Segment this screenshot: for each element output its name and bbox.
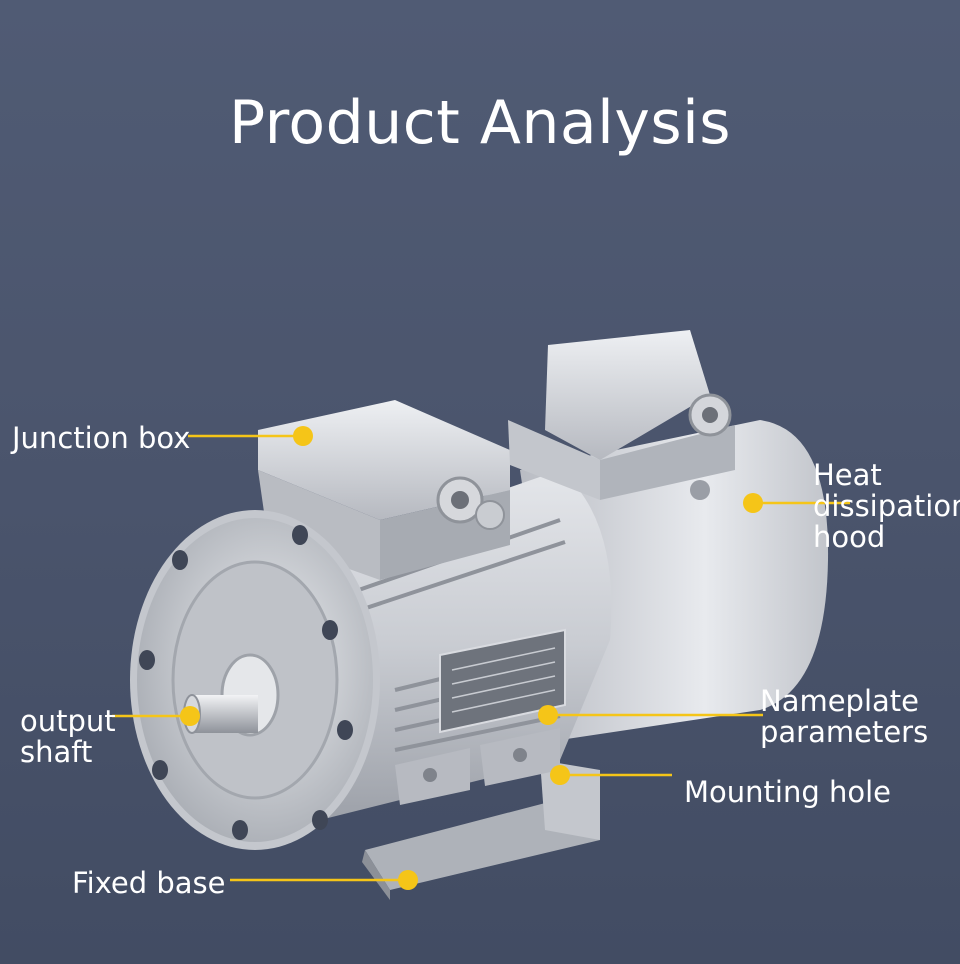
fixed-base-marker <box>398 870 418 890</box>
output-shaft-label: output shaft <box>20 706 116 768</box>
nameplate-line-2: parameters <box>760 715 929 749</box>
junction-box-shape <box>258 400 510 580</box>
junction-box-marker <box>293 426 313 446</box>
nameplate-line-1: Nameplate <box>760 684 920 718</box>
output-shaft-shape <box>183 694 258 734</box>
heat-hood-line-2: dissipation <box>813 489 960 523</box>
fixed-base-text: Fixed base <box>72 866 226 900</box>
fixed-base-label: Fixed base <box>72 868 226 899</box>
output-shaft-marker <box>180 706 200 726</box>
nameplate-marker <box>538 705 558 725</box>
mounting-hole-marker <box>550 765 570 785</box>
flange-shape <box>130 510 380 850</box>
mounting-hole-text: Mounting hole <box>684 775 891 809</box>
junction-box-text: Junction box <box>12 421 191 455</box>
heat-hood-marker <box>743 493 763 513</box>
heat-hood-line-1: Heat <box>813 458 882 492</box>
heat-dissipation-hood-label: Heat dissipation hood <box>813 460 960 553</box>
nameplate-parameters-label: Nameplate parameters <box>760 686 928 748</box>
output-shaft-line-1: output <box>20 704 116 738</box>
page-title: Product Analysis <box>228 88 732 158</box>
rear-junction-box-shape <box>508 330 735 500</box>
heat-hood-line-3: hood <box>813 520 886 554</box>
junction-box-label: Junction box <box>12 423 190 454</box>
mounting-hole-label: Mounting hole <box>684 777 891 808</box>
output-shaft-line-2: shaft <box>20 735 93 769</box>
